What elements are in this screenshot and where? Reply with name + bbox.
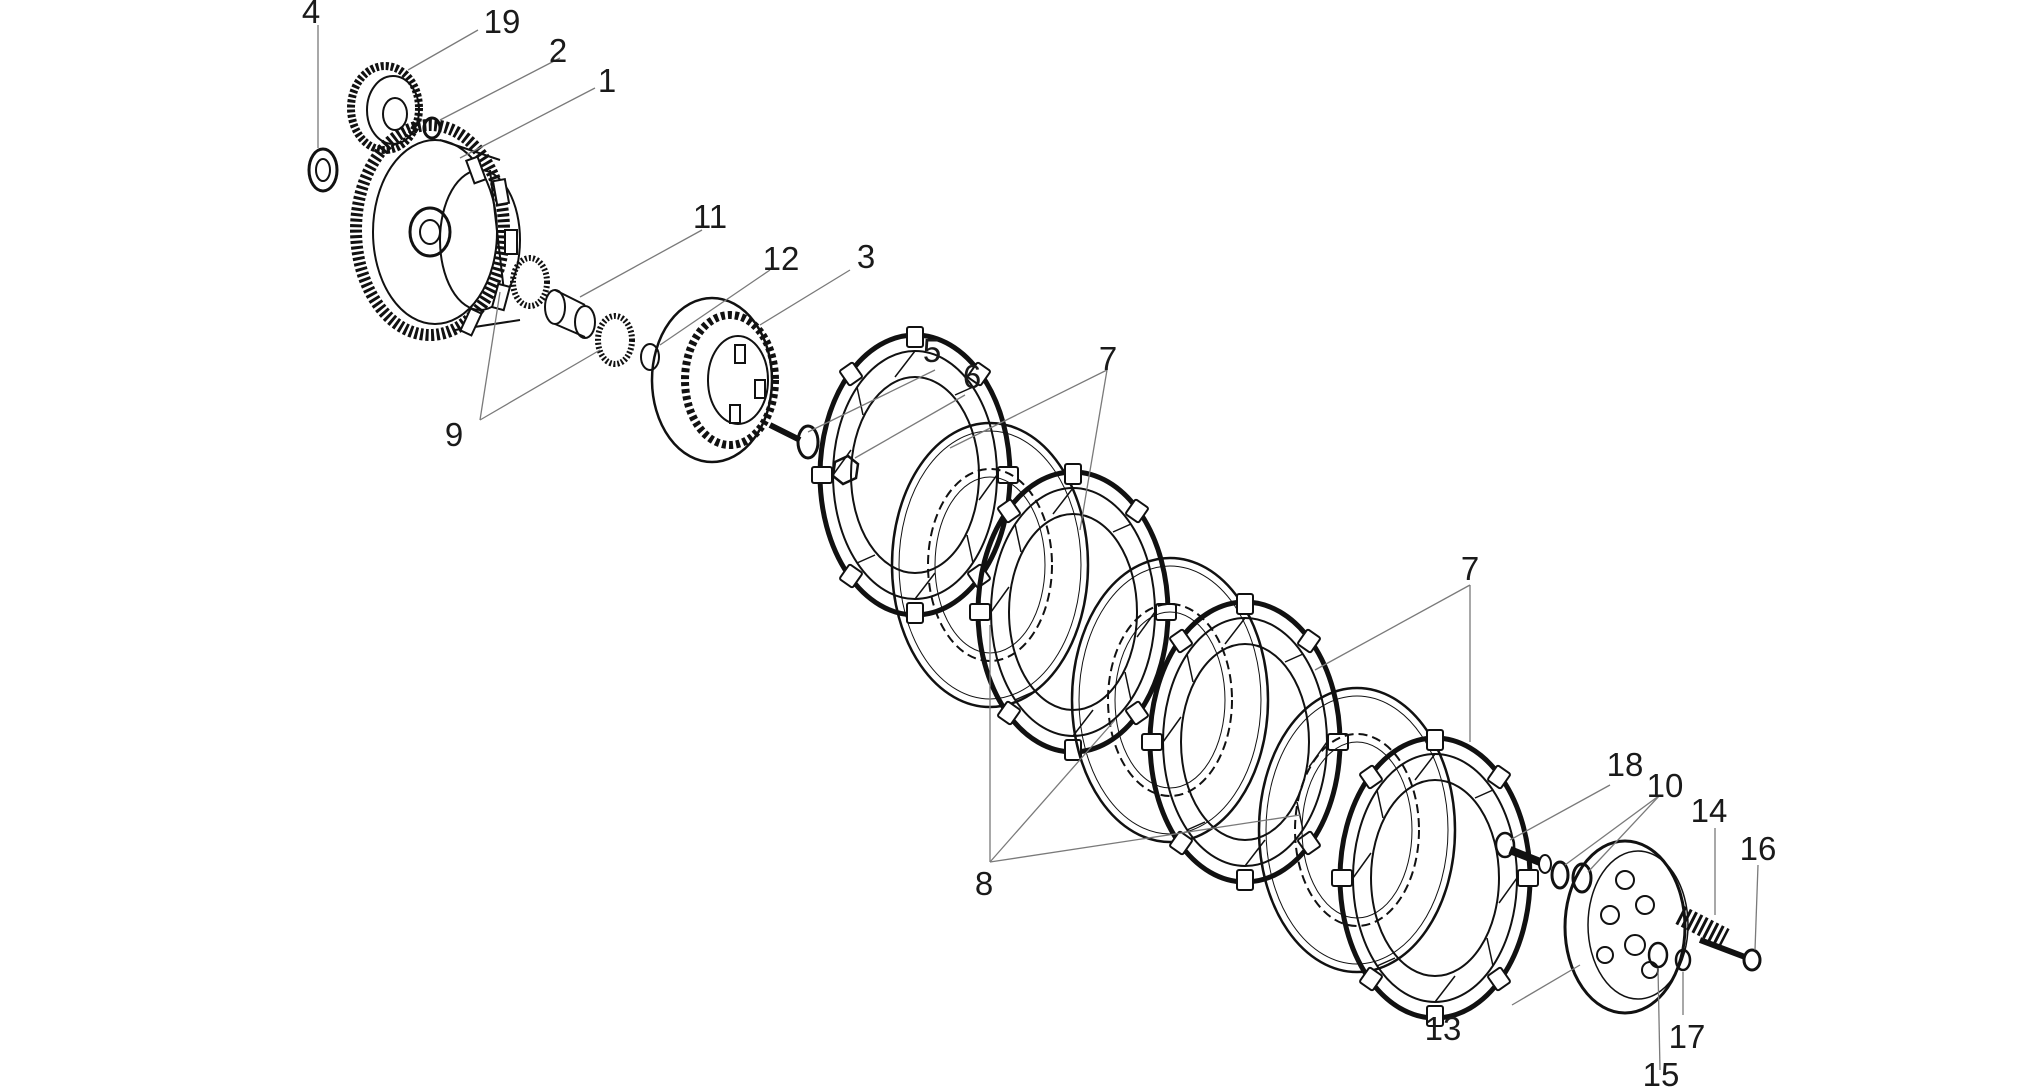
friction-plate-4 bbox=[1332, 730, 1538, 1026]
callout-7-upper: 7 bbox=[1099, 340, 1117, 377]
part-13-pressure-plate bbox=[1563, 839, 1689, 1015]
part-15-washer bbox=[1647, 941, 1669, 969]
callout-17: 17 bbox=[1669, 1018, 1706, 1055]
callout-2: 2 bbox=[549, 32, 567, 69]
part-3-clutch-hub bbox=[650, 296, 779, 464]
part-4-washer bbox=[307, 147, 339, 193]
part-16-bolt bbox=[1698, 937, 1762, 972]
callout-11: 11 bbox=[693, 198, 727, 235]
callout-1: 1 bbox=[598, 62, 616, 99]
part-5-thrust-plate bbox=[768, 422, 820, 460]
callout-13: 13 bbox=[1425, 1010, 1462, 1047]
callout-7-lower: 7 bbox=[1461, 550, 1479, 587]
callout-9: 9 bbox=[445, 416, 463, 453]
callout-19: 19 bbox=[484, 3, 521, 40]
callout-3: 3 bbox=[857, 238, 875, 275]
leader-lines bbox=[317, 25, 1759, 1071]
callout-6: 6 bbox=[963, 358, 981, 395]
part-17-seal bbox=[1674, 948, 1692, 972]
part-18-pushrod bbox=[1494, 831, 1552, 874]
part-12-circlip bbox=[640, 343, 660, 371]
callout-labels: 4 19 2 1 11 12 3 9 5 6 7 7 8 18 10 14 16… bbox=[302, 0, 1777, 1090]
callout-18: 18 bbox=[1607, 746, 1644, 783]
part-10-bearing bbox=[1550, 860, 1593, 894]
callout-4: 4 bbox=[302, 0, 320, 30]
callout-8: 8 bbox=[975, 865, 993, 902]
part-9-needle-bearings bbox=[510, 255, 635, 367]
steel-plate-3 bbox=[1257, 686, 1457, 974]
friction-plate-3 bbox=[1142, 594, 1348, 890]
callout-16: 16 bbox=[1740, 830, 1777, 867]
callout-14: 14 bbox=[1691, 792, 1728, 829]
callout-5: 5 bbox=[923, 332, 941, 369]
callout-12: 12 bbox=[763, 240, 800, 277]
part-14-spring bbox=[1675, 906, 1730, 947]
part-1-clutch-housing bbox=[350, 119, 521, 341]
callout-15: 15 bbox=[1643, 1056, 1680, 1090]
callout-10: 10 bbox=[1647, 767, 1684, 804]
part-11-bushing bbox=[544, 289, 596, 339]
part-19-gear bbox=[347, 62, 423, 154]
